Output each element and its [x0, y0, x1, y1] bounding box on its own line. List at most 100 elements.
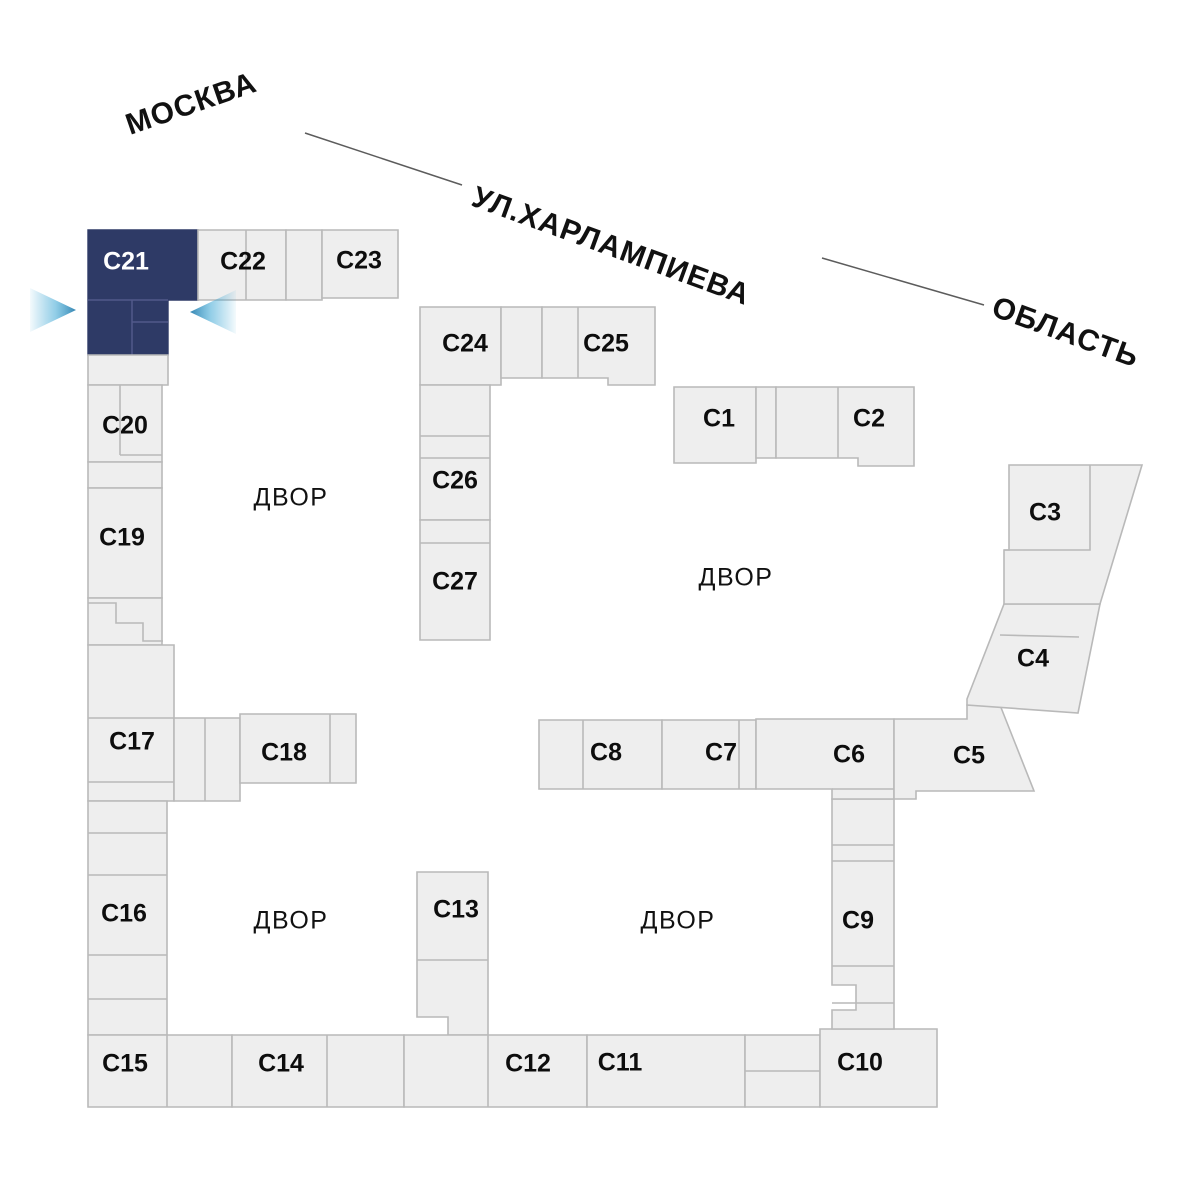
block-c1-annex-shape[interactable]: [755, 386, 777, 459]
block-c17-arm-shape[interactable]: [173, 717, 241, 802]
block-c24-annex[interactable]: [500, 306, 543, 379]
block-c8[interactable]: C8: [538, 719, 663, 790]
block-label-c21: C21: [103, 248, 149, 276]
block-label-c25: C25: [583, 330, 629, 358]
leader-line-oblast: [821, 257, 985, 306]
block-c23[interactable]: C23: [321, 229, 399, 299]
block-c10[interactable]: C10: [819, 1028, 938, 1108]
street-label-oblast: ОБЛАСТЬ: [988, 291, 1144, 375]
block-label-c1: C1: [703, 405, 735, 433]
block-c14[interactable]: C14: [231, 1034, 405, 1108]
block-label-c22: C22: [220, 248, 266, 276]
block-c5[interactable]: C5: [893, 704, 1036, 800]
block-c4[interactable]: C4: [966, 603, 1101, 714]
block-c20-spacer-south[interactable]: [87, 461, 163, 489]
block-c11-annex[interactable]: [744, 1034, 821, 1108]
block-c9[interactable]: C9: [831, 798, 895, 1030]
block-c27[interactable]: C27: [419, 519, 491, 641]
block-label-c12: C12: [505, 1050, 551, 1078]
block-c20[interactable]: C20: [87, 354, 169, 489]
block-c21[interactable]: C21: [87, 229, 199, 356]
arrow-left-entrance-icon: [30, 288, 76, 332]
step-dividers: [88, 602, 163, 642]
block-label-c11: C11: [598, 1049, 643, 1077]
yard-label-ne: ДВОР: [699, 564, 774, 592]
block-c3-dividers: [1004, 465, 1091, 551]
block-c16-dividers: [88, 832, 167, 1000]
block-label-c14: C14: [258, 1050, 304, 1078]
block-c10-shape[interactable]: [819, 1028, 938, 1108]
block-label-c9: C9: [842, 907, 874, 935]
block-c20-spacer-north[interactable]: [87, 354, 169, 386]
block-c26-dividers: [420, 435, 490, 459]
block-c9-shape[interactable]: [831, 798, 895, 1030]
block-c22[interactable]: C22: [197, 229, 287, 301]
arrow-left-entrance: [30, 288, 76, 332]
block-label-c6: C6: [833, 741, 865, 769]
block-label-c2: C2: [853, 405, 885, 433]
block-c24[interactable]: C24: [419, 306, 502, 386]
street-label-ul-harlampieva: УЛ.ХАРЛАМПИЕВА: [468, 181, 755, 312]
block-label-c13: C13: [433, 896, 479, 924]
block-c22-annex-shape[interactable]: [285, 229, 323, 301]
block-label-c5: C5: [953, 742, 985, 770]
block-c21-dividers: [88, 299, 168, 355]
block-label-c27: C27: [432, 568, 478, 596]
block-label-c19: C19: [99, 524, 145, 552]
block-c1[interactable]: C1: [673, 386, 757, 464]
block-c5-shape[interactable]: [893, 704, 1036, 800]
block-label-c16: C16: [101, 900, 147, 928]
block-c26[interactable]: C26: [419, 384, 491, 521]
yard-label-sw: ДВОР: [254, 907, 329, 935]
block-label-c18: C18: [261, 739, 307, 767]
block-label-c10: C10: [837, 1049, 883, 1077]
block-label-c15: C15: [102, 1050, 148, 1078]
block-c26-shape[interactable]: [419, 384, 491, 521]
block-c12-shape[interactable]: [403, 1034, 588, 1108]
block-c18-shape[interactable]: [239, 713, 357, 784]
block-c6[interactable]: C6: [755, 718, 895, 800]
block-c1-annex[interactable]: [755, 386, 777, 459]
block-c16[interactable]: C16: [87, 800, 168, 1036]
block-c23-shape[interactable]: [321, 229, 399, 299]
block-c15[interactable]: C15: [87, 1034, 233, 1108]
block-c17-dividers: [88, 717, 174, 783]
block-label-c3: C3: [1029, 499, 1061, 527]
block-c1-shape[interactable]: [673, 386, 757, 464]
yard-label-se: ДВОР: [641, 907, 716, 935]
block-c17-shape[interactable]: [87, 644, 175, 802]
block-label-c26: C26: [432, 467, 478, 495]
block-c2-shape[interactable]: [775, 386, 915, 467]
block-label-c20: C20: [102, 412, 148, 440]
block-c12[interactable]: C12: [403, 1034, 588, 1108]
block-c22-annex[interactable]: [285, 229, 323, 301]
block-c13[interactable]: C13: [416, 871, 489, 1036]
block-c6-shape[interactable]: [755, 718, 895, 800]
stepped-transition-west: [87, 597, 163, 646]
block-c27-shape[interactable]: [419, 519, 491, 641]
block-c25-shape[interactable]: [541, 306, 656, 386]
block-c17-arm[interactable]: [173, 717, 241, 802]
block-label-c23: C23: [336, 247, 382, 275]
block-c11[interactable]: C11: [586, 1034, 746, 1108]
block-label-c17: C17: [109, 728, 155, 756]
block-c24-shape[interactable]: [419, 306, 502, 386]
block-c18[interactable]: C18: [239, 713, 357, 784]
block-c3-shape[interactable]: [1003, 464, 1144, 605]
block-c2[interactable]: C2: [775, 386, 915, 467]
step-block[interactable]: [87, 597, 163, 646]
block-c7[interactable]: C7: [661, 719, 757, 790]
block-label-c8: C8: [590, 739, 622, 767]
street-label-moskva: МОСКВА: [122, 66, 261, 142]
block-c24-annex-shape[interactable]: [500, 306, 543, 379]
block-c25[interactable]: C25: [541, 306, 656, 386]
block-c19[interactable]: C19: [87, 487, 163, 599]
block-label-c4: C4: [1017, 645, 1049, 673]
block-c3[interactable]: C3: [1003, 464, 1144, 605]
leader-line-moskva: [304, 132, 463, 186]
block-c4-dividers: [999, 634, 1080, 638]
block-c17[interactable]: C17: [87, 644, 175, 802]
arrow-right-entrance: [190, 290, 236, 334]
